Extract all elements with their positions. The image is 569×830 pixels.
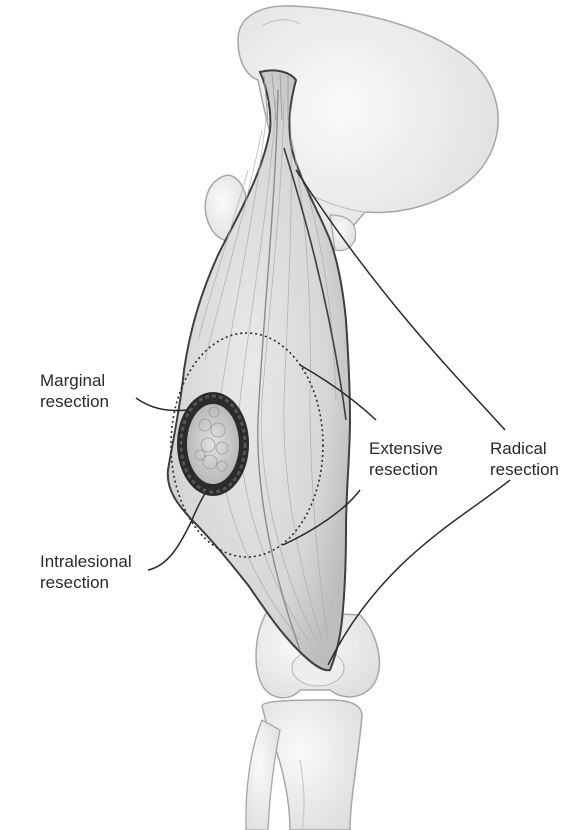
marginal-resection-label: Marginal resection xyxy=(40,370,109,412)
intralesional-label-line2: resection xyxy=(40,572,132,593)
extensive-resection-label: Extensive resection xyxy=(369,438,443,480)
lower-leg-bones xyxy=(246,700,362,830)
intralesional-resection-label: Intralesional resection xyxy=(40,551,132,593)
extensive-label-line2: resection xyxy=(369,459,443,480)
tumor xyxy=(177,392,249,496)
marginal-label-line1: Marginal xyxy=(40,370,109,391)
radical-label-line1: Radical xyxy=(490,438,559,459)
radical-resection-label: Radical resection xyxy=(490,438,559,480)
extensive-label-line1: Extensive xyxy=(369,438,443,459)
intralesional-label-line1: Intralesional xyxy=(40,551,132,572)
marginal-label-line2: resection xyxy=(40,391,109,412)
radical-label-line2: resection xyxy=(490,459,559,480)
